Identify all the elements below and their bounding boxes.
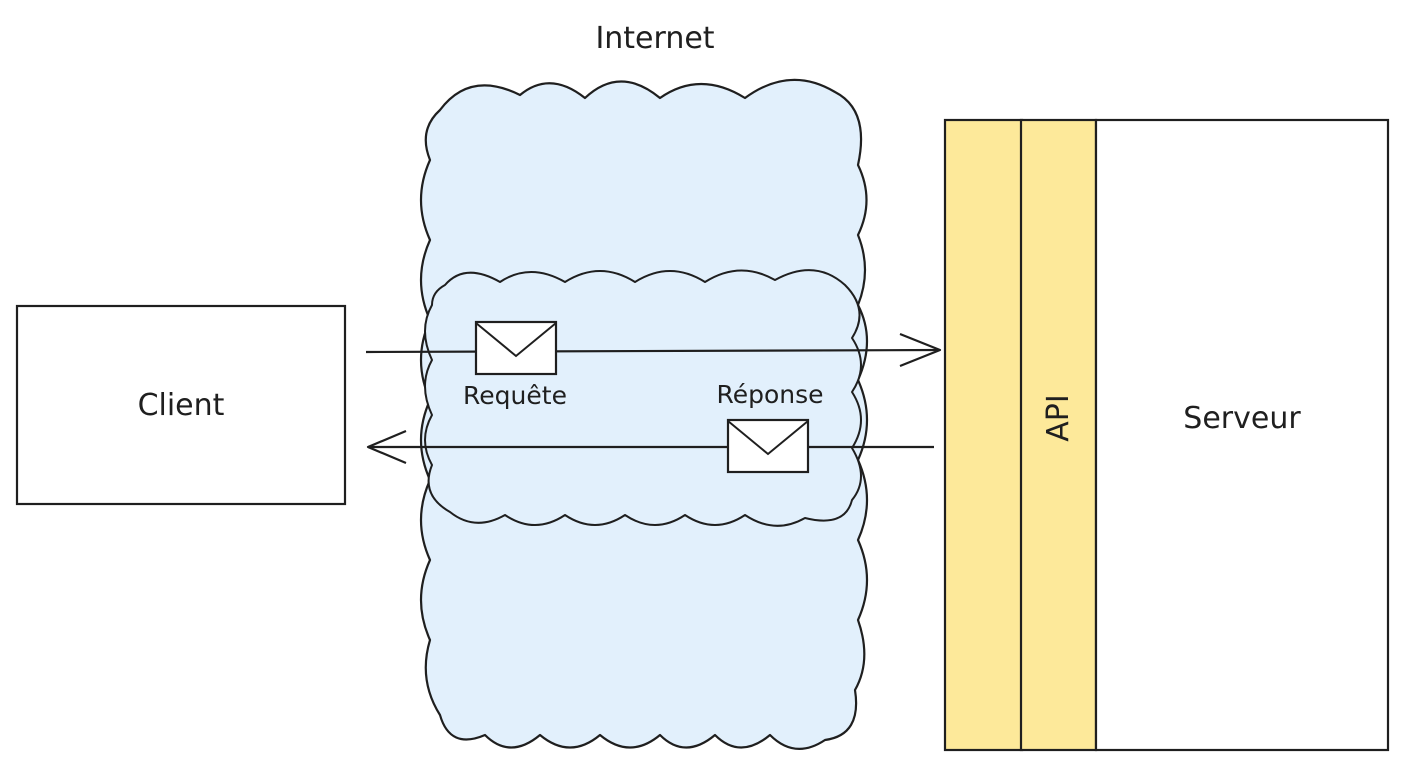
request-label: Requête bbox=[463, 381, 567, 410]
client-box bbox=[15, 304, 347, 506]
request-arrow bbox=[365, 332, 942, 368]
server-label: Serveur bbox=[1183, 401, 1301, 436]
server-box bbox=[1094, 118, 1390, 752]
request-envelope-icon bbox=[474, 320, 558, 376]
client-label: Client bbox=[138, 388, 225, 423]
api-column-left bbox=[943, 118, 1024, 752]
api-label: API bbox=[1041, 394, 1076, 441]
response-envelope-icon bbox=[726, 418, 810, 474]
response-label: Réponse bbox=[716, 380, 823, 409]
response-arrow bbox=[366, 429, 934, 465]
api-column bbox=[1019, 118, 1098, 752]
internet-label: Internet bbox=[595, 21, 714, 56]
